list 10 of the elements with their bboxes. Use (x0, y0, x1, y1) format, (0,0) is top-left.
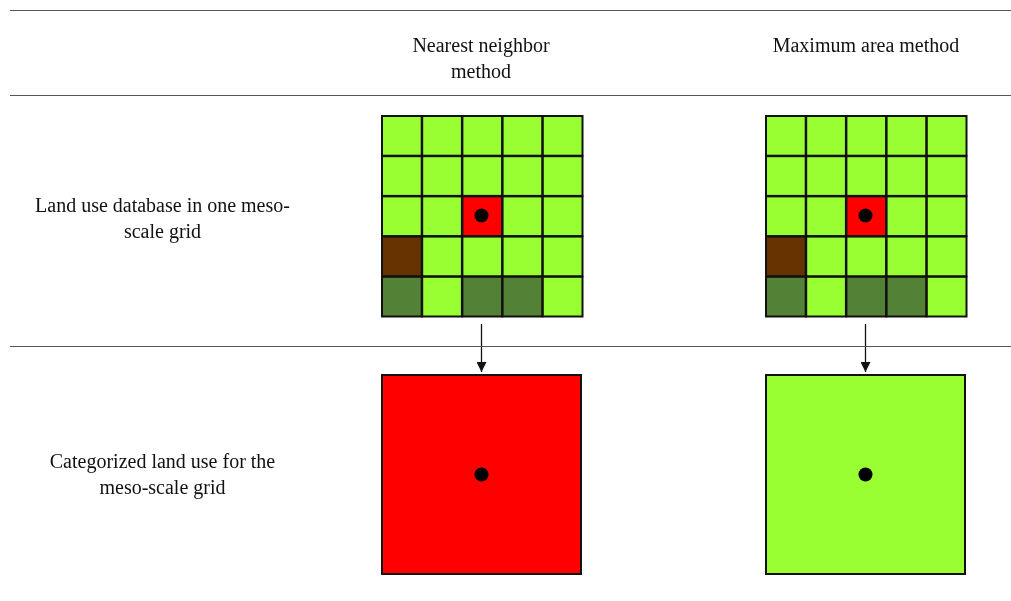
land-use-grid-drawing (765, 115, 966, 316)
grid-cell-drawing (765, 374, 966, 575)
column-header: Nearest neighbor method (411, 33, 551, 84)
column-header: Maximum area method (771, 33, 961, 58)
grid-cell-drawing (381, 374, 582, 575)
row-header: Land use database in one meso-scale grid (34, 193, 291, 244)
row-header: Categorized land use for the meso-scale grid (48, 449, 277, 500)
land-use-grid-drawing (381, 115, 582, 316)
arrow (860, 323, 871, 373)
arrow (476, 323, 487, 373)
